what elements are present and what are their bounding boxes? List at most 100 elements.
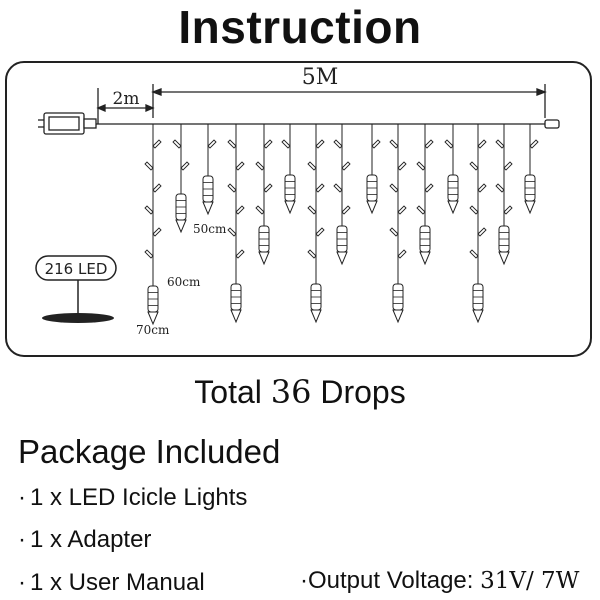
led-bulb [389,183,399,193]
led-bulb [307,249,317,259]
led-bulb [371,139,381,149]
length-5m-label: 5M [302,65,339,90]
led-bulb [397,205,407,215]
led-bulb [152,227,162,237]
led-bulb [144,249,154,259]
icicle-tip [366,200,378,215]
drop-length-label-60cm: 60cm [167,275,201,289]
led-bulb [503,205,513,215]
total-prefix: Total [194,374,262,410]
plug-adapter [38,112,97,135]
package-item-label: 1 x LED Icicle Lights [30,484,248,511]
led-bulb [235,205,245,215]
led-bulb [495,139,505,149]
icicle-tip [524,200,536,215]
page-title: Instruction [178,1,422,53]
end-connector [544,119,560,129]
drop-length-label-50cm: 50cm [193,222,227,236]
package-item-adapter: ·1 x Adapter [18,525,151,555]
bullet: · [18,569,26,596]
led-bulb [207,139,217,149]
led-bulb [315,183,325,193]
total-suffix: Drops [320,374,406,410]
led-bulb [333,183,343,193]
led-bulb [152,139,162,149]
led-bulb [235,161,245,171]
package-item-label: 1 x User Manual [30,569,205,596]
led-bulb [341,161,351,171]
icicle-tip [336,251,348,266]
icicle-tip [230,309,242,324]
led-bulb [397,249,407,259]
led-bulb [469,205,479,215]
drop-length-label-70cm: 70cm [136,323,170,337]
led-count-label: 216 LED [45,260,108,278]
dimension-5m [151,84,547,118]
led-bulb [416,161,426,171]
led-bulb [307,205,317,215]
led-bulb [389,139,399,149]
icicle-tip [310,309,322,324]
led-count-badge [35,255,117,323]
package-item-lights: ·1 x LED Icicle Lights [18,483,247,513]
led-bulb [255,205,265,215]
led-bulb [397,161,407,171]
led-bulb [227,183,237,193]
led-bulb [307,161,317,171]
led-bulb [315,139,325,149]
package-item-manual: ·1 x User Manual [18,568,205,598]
icicle-tip [419,251,431,266]
led-bulb [424,183,434,193]
led-bulb [172,139,182,149]
led-bulb [227,139,237,149]
led-bulb [416,205,426,215]
bullet: · [18,484,26,511]
icicle-tip [498,251,510,266]
output-voltage: ·Output Voltage: 31V/ 7W [300,566,579,596]
led-bulb [389,227,399,237]
total-count: 36 [270,373,312,411]
led-bulb [180,161,190,171]
led-bulb [263,139,273,149]
led-bulb [424,139,434,149]
total-drops: Total 36 Drops [0,372,600,412]
led-bulb [469,161,479,171]
led-bulb [495,183,505,193]
led-bulb [315,227,325,237]
led-bulb [144,205,154,215]
led-bulb [144,161,154,171]
led-bulb [469,249,479,259]
led-bulb [281,139,291,149]
package-heading: Package Included [18,433,281,470]
icicle-tip [284,200,296,215]
icicle-tip [147,311,159,326]
led-bulb [503,161,513,171]
icicle-tip [392,309,404,324]
dimension-2m [96,88,155,124]
diagram-frame [5,61,592,357]
led-bulb [263,183,273,193]
led-bulb [529,139,539,149]
led-bulb [477,139,487,149]
led-bulb [477,227,487,237]
icicle-tip [447,200,459,215]
led-bulb [333,139,343,149]
icicle-tip [472,309,484,324]
icicle-tip [175,219,187,234]
led-bulb [444,139,454,149]
led-bulb [227,227,237,237]
length-2m-label: 2m [113,89,140,109]
bullet: · [18,526,26,553]
output-voltage-value: 31V/ 7W [480,568,580,594]
icicle-tip [202,201,214,216]
led-bulb [152,183,162,193]
package-item-label: 1 x Adapter [30,526,152,553]
led-bulb [477,183,487,193]
icicle-drops [144,124,539,326]
led-bulb [255,161,265,171]
led-bulb [341,205,351,215]
icicle-tip [258,251,270,266]
output-voltage-label: ·Output Voltage: [300,567,474,594]
led-bulb [235,249,245,259]
